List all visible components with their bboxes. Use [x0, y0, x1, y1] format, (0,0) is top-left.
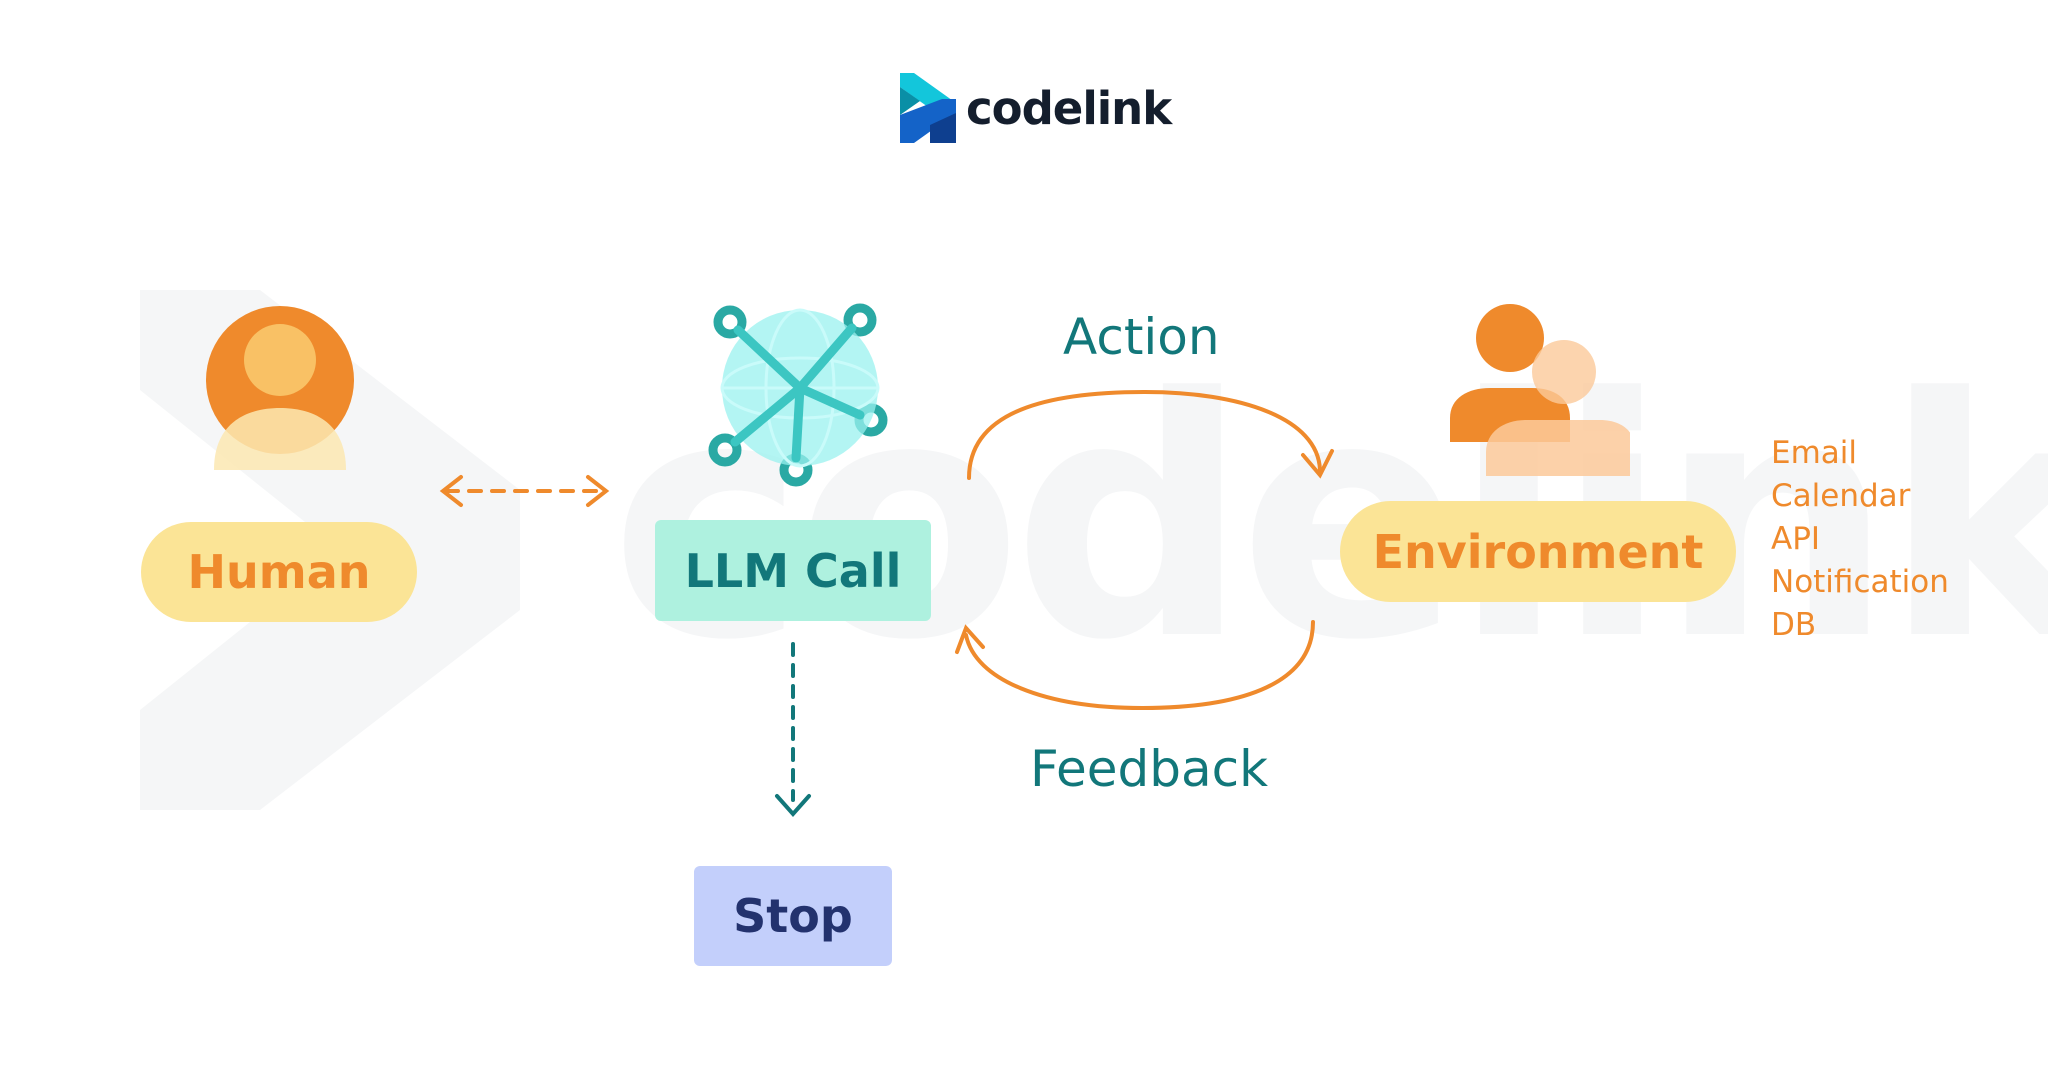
person-icon [200, 300, 360, 484]
stop-node: Stop [694, 866, 892, 966]
people-icon [1450, 300, 1636, 484]
environment-item: API [1771, 521, 1821, 557]
environment-item: Notification [1771, 564, 1949, 600]
feedback-label: Feedback [1030, 740, 1269, 798]
environment-items-list: Email Calendar API Notification DB [1771, 432, 1949, 647]
neural-globe-icon [700, 300, 900, 504]
codelink-logo: codelink [900, 72, 1172, 144]
environment-item: Email [1771, 435, 1858, 471]
action-label: Action [1063, 308, 1220, 366]
logo-wordmark: codelink [966, 81, 1172, 135]
action-arc-arrow [967, 389, 1334, 480]
feedback-arc-arrow [955, 620, 1315, 711]
llm-stop-arrow [775, 642, 811, 818]
llm-call-node: LLM Call [655, 520, 931, 621]
human-node: Human [141, 522, 417, 622]
environment-item: Calendar [1771, 478, 1911, 514]
codelink-logo-icon [900, 73, 956, 143]
human-llm-double-arrow [439, 475, 610, 507]
environment-node: Environment [1340, 501, 1736, 602]
environment-item: DB [1771, 607, 1817, 643]
